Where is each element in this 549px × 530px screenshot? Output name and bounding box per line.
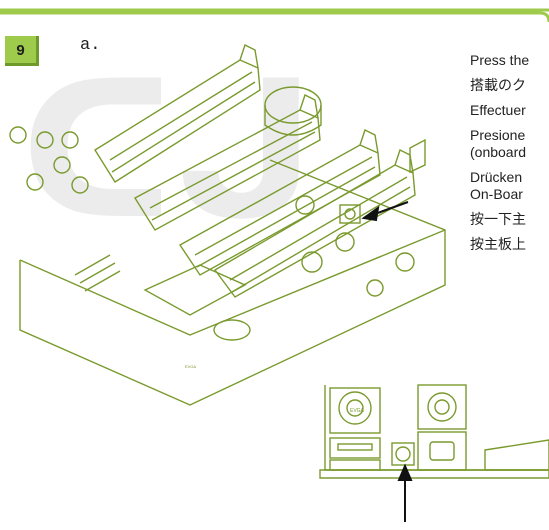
instruction-ja: 搭載のク: [470, 77, 526, 93]
substep-label: a.: [80, 36, 101, 55]
pointer-arrow-rear: [397, 463, 413, 522]
instruction-de-line1: Drücken: [470, 169, 523, 185]
instruction-zh-tw: 按一下主: [470, 211, 526, 227]
instruction-es-line1: Presione: [470, 127, 526, 143]
instruction-zh-cn: 按主板上: [470, 236, 526, 252]
svg-text:EVGA: EVGA: [185, 364, 196, 369]
watermark: ᑕᒍ: [20, 40, 317, 261]
instruction-de-line2: On-Boar: [470, 186, 523, 202]
instruction-en: Press the: [470, 52, 530, 68]
step-number-badge: 9: [5, 36, 39, 66]
pointer-arrow-board: [361, 201, 409, 222]
instruction-text-column: Press the 搭載のク Effectuer Presione (onboa…: [470, 52, 549, 253]
svg-text:EVGA: EVGA: [350, 408, 365, 414]
instruction-fr: Effectuer: [470, 102, 526, 118]
instruction-es-line2: (onboard: [470, 144, 527, 160]
